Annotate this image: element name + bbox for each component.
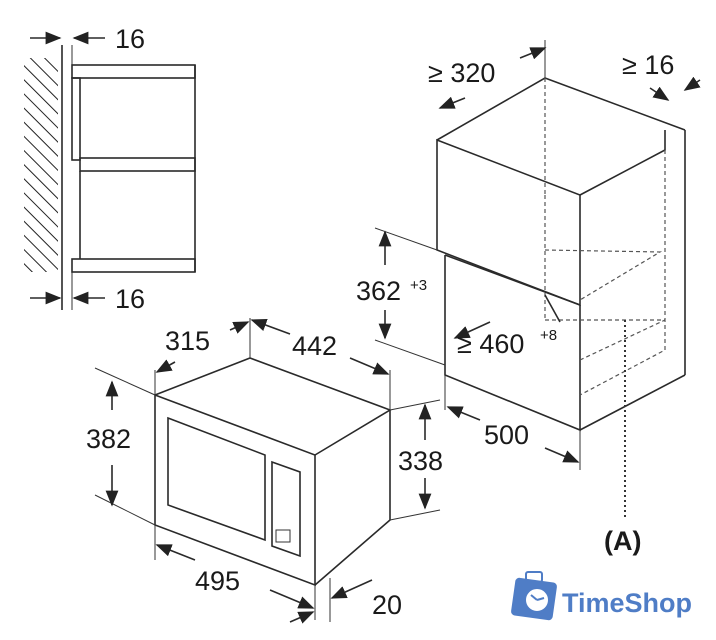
dim-opening-height: 362 <box>356 276 401 306</box>
dim-frame-height: 382 <box>86 424 131 454</box>
wall-hatch <box>24 58 58 272</box>
microwave <box>94 318 441 624</box>
dim-depth-min: ≥ 320 <box>428 58 495 88</box>
dim-frame-width: 495 <box>195 566 240 596</box>
reference-label: (A) <box>604 526 641 556</box>
cabinet <box>374 40 701 520</box>
dim-unit-height: 338 <box>398 446 443 476</box>
watermark-text: TimeShop <box>562 588 692 618</box>
dim-rear-gap-min: ≥ 16 <box>622 50 674 80</box>
dim-unit-depth: 315 <box>165 326 210 356</box>
dim-cabinet-depth: 500 <box>484 420 529 450</box>
side-view <box>24 31 196 310</box>
dim-opening-height-tol: +3 <box>410 277 427 294</box>
control-knob <box>275 529 291 543</box>
timeshop-logo: TimeShop <box>511 571 692 621</box>
dim-opening-width-tol: +8 <box>540 327 557 344</box>
dim-side-gap-bottom: 16 <box>115 284 145 314</box>
dim-side-gap-top: 16 <box>115 24 145 54</box>
dim-frame-depth: 20 <box>372 590 402 620</box>
dim-unit-width: 442 <box>292 331 337 361</box>
dim-opening-width: ≥ 460 <box>457 329 524 359</box>
